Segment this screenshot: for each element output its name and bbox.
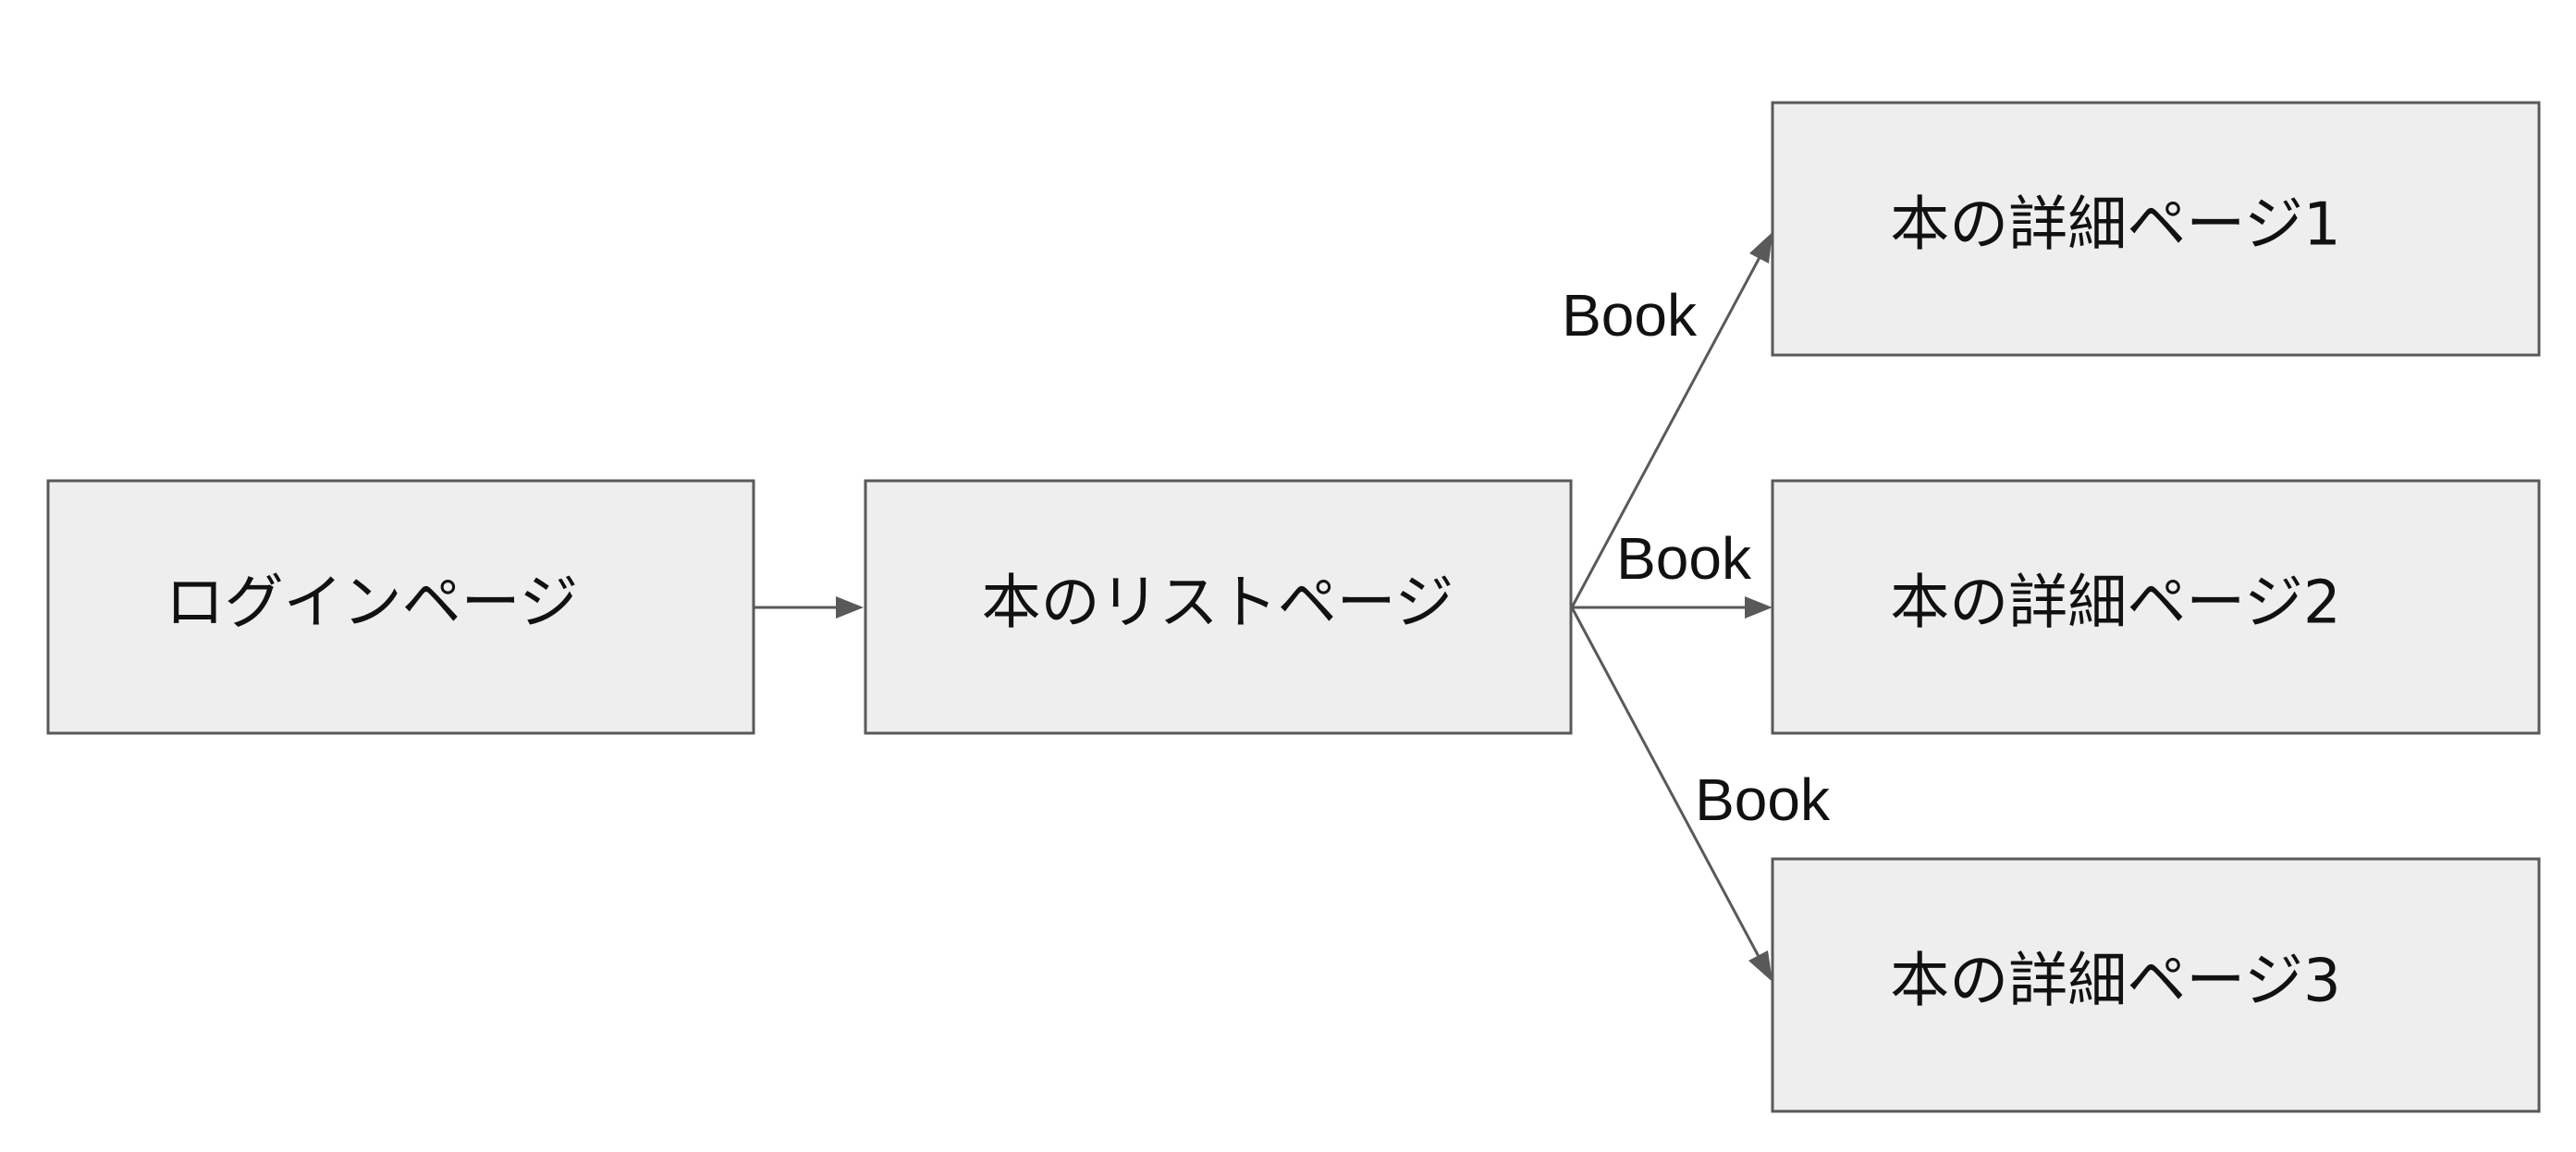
arrow-head-icon xyxy=(1745,596,1773,619)
edge-list-to-detail2: Book xyxy=(1572,525,1773,619)
arrow-head-icon xyxy=(1749,232,1773,263)
node-book-detail-page-1[interactable]: 本の詳細ページ1 xyxy=(1771,101,2541,357)
node-login-page[interactable]: ログインページ xyxy=(46,479,755,735)
edge-line-list-detail3 xyxy=(1570,607,1764,964)
edge-label-book-1: Book xyxy=(1562,282,1698,349)
node-label-login-page: ログインページ xyxy=(166,570,579,638)
arrow-head-icon xyxy=(1748,950,1773,982)
edges: Book Book Book xyxy=(754,232,1831,982)
node-book-list-page[interactable]: 本のリストページ xyxy=(864,479,1573,735)
node-label-book-detail-page-2: 本の詳細ページ2 xyxy=(1890,570,2340,638)
node-label-book-list-page: 本のリストページ xyxy=(982,570,1454,638)
node-book-detail-page-2[interactable]: 本の詳細ページ2 xyxy=(1771,479,2541,735)
arrow-head-icon xyxy=(836,596,864,619)
node-label-book-detail-page-1: 本の詳細ページ1 xyxy=(1890,191,2340,260)
edge-login-to-list xyxy=(754,596,864,619)
edge-list-to-detail1: Book xyxy=(1562,232,1773,608)
edge-line-list-detail1 xyxy=(1570,250,1765,608)
edge-list-to-detail3: Book xyxy=(1570,607,1831,982)
nodes: ログインページ 本のリストページ 本の詳細ページ1 本の詳細ページ2 本の詳細ペ… xyxy=(46,101,2541,1113)
node-label-book-detail-page-3: 本の詳細ページ3 xyxy=(1890,948,2340,1016)
edge-label-book-3: Book xyxy=(1695,766,1831,833)
edge-label-book-2: Book xyxy=(1616,525,1752,592)
node-book-detail-page-3[interactable]: 本の詳細ページ3 xyxy=(1771,857,2541,1113)
